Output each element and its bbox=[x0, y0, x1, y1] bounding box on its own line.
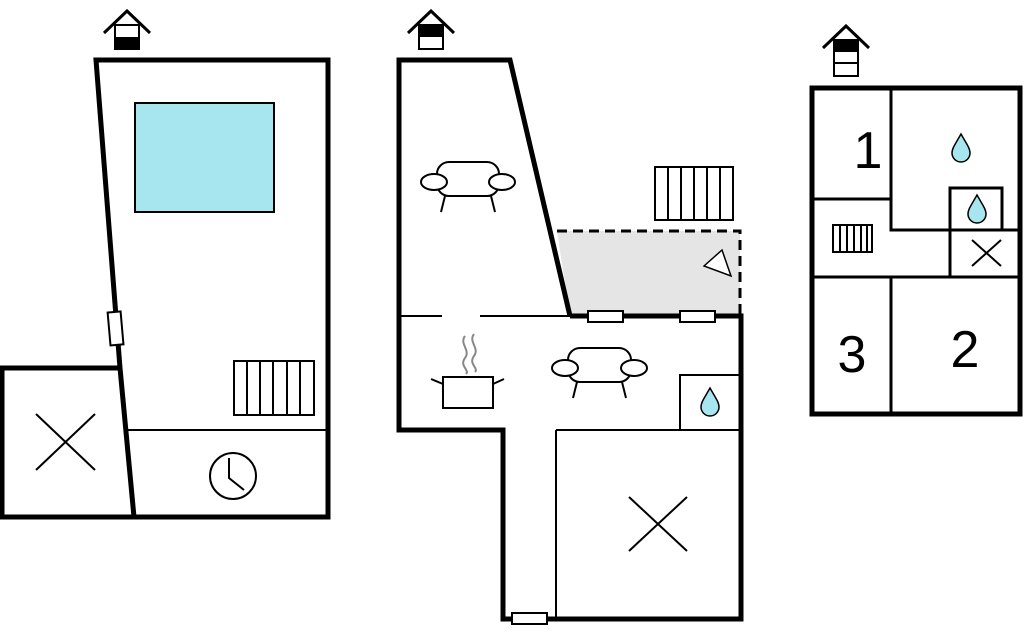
unspecified-room-cross-icon bbox=[35, 413, 96, 471]
water-drop-icon bbox=[967, 193, 987, 224]
door-marker bbox=[106, 310, 125, 347]
sofa-icon bbox=[551, 347, 648, 399]
water-drop-icon bbox=[700, 386, 720, 417]
room-number-1: 1 bbox=[854, 122, 883, 180]
room-number-2: 2 bbox=[951, 321, 980, 379]
first-floor bbox=[396, 8, 744, 625]
terrace-edge bbox=[557, 229, 742, 316]
side-room-walls bbox=[0, 365, 134, 520]
radiator-icon bbox=[233, 360, 315, 416]
sofa-icon bbox=[420, 161, 516, 213]
second-floor: 1 3 2 bbox=[809, 23, 1023, 417]
sauna-clock-icon bbox=[209, 452, 257, 500]
shower-box bbox=[948, 186, 1004, 232]
bathroom-wall bbox=[679, 374, 741, 430]
unspecified-room-cross-icon bbox=[971, 239, 1002, 267]
pool-icon bbox=[134, 102, 275, 213]
terrace-marker-icon bbox=[702, 248, 733, 278]
house-floor-2-icon bbox=[821, 23, 871, 77]
window-marker bbox=[679, 310, 716, 323]
window-marker bbox=[587, 310, 624, 323]
unspecified-room-cross-icon bbox=[628, 496, 688, 552]
room-number-3: 3 bbox=[838, 326, 867, 384]
second-floor-walls bbox=[809, 85, 1023, 417]
radiator-icon bbox=[832, 224, 873, 253]
ground-floor bbox=[0, 8, 331, 520]
door-marker bbox=[511, 612, 548, 625]
first-floor-walls bbox=[396, 57, 744, 622]
terrace bbox=[557, 231, 740, 316]
water-drop-icon bbox=[951, 132, 971, 163]
house-floor-0-icon bbox=[102, 8, 152, 50]
cooking-pot-icon bbox=[430, 333, 505, 409]
radiator-icon bbox=[654, 166, 734, 221]
house-floor-1-icon bbox=[406, 8, 456, 50]
